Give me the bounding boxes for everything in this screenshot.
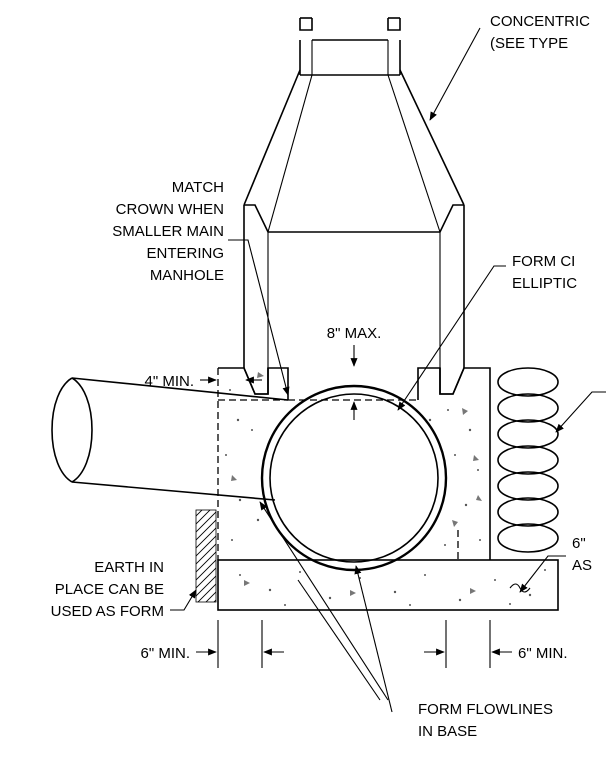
concrete-base xyxy=(217,367,559,611)
earth-in-place-hatch xyxy=(195,509,217,603)
label-earth-line2: PLACE CAN BE xyxy=(55,581,164,598)
label-form-circular-line2: ELLIPTIC xyxy=(512,275,577,292)
label-earth-line3: USED AS FORM xyxy=(51,603,164,620)
label-form-circular-line1: FORM CI xyxy=(512,253,575,270)
dimension-marks xyxy=(196,345,531,668)
label-6-min-right: 6" MIN. xyxy=(518,645,568,662)
label-flowlines-line2: IN BASE xyxy=(418,723,477,740)
leader-lines xyxy=(170,27,606,713)
label-earth-line1: EARTH IN xyxy=(94,559,164,576)
concentric-cone xyxy=(243,17,465,395)
label-8-max: 8" MAX. xyxy=(327,325,382,342)
label-6-as-line1: 6" xyxy=(572,535,586,552)
label-match-line5: MANHOLE xyxy=(150,267,224,284)
label-4-min: 4" MIN. xyxy=(145,373,195,390)
label-6-min-left: 6" MIN. xyxy=(141,645,191,662)
label-match-line1: MATCH xyxy=(172,179,224,196)
label-match-line3: SMALLER MAIN xyxy=(112,223,224,240)
label-match-line4: ENTERING xyxy=(146,245,224,262)
corrugated-rings xyxy=(497,367,559,553)
label-flowlines-line1: FORM FLOWLINES xyxy=(418,701,553,718)
label-match-line2: CROWN WHEN xyxy=(116,201,224,218)
label-concentric-line2: (SEE TYPE xyxy=(490,35,568,52)
label-concentric-line1: CONCENTRIC xyxy=(490,13,590,30)
entering-pipe xyxy=(51,377,289,501)
label-6-as-line2: AS xyxy=(572,557,592,574)
main-pipe-circle xyxy=(260,384,448,572)
